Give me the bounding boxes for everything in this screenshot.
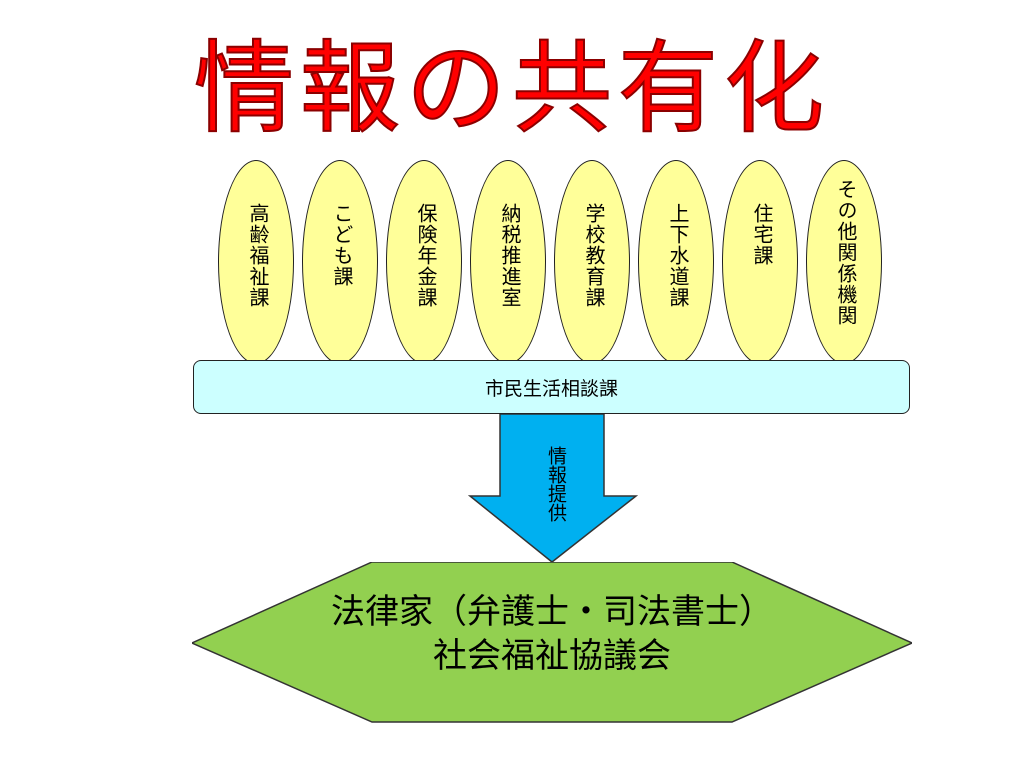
slide-title-text: 情報の共有化	[194, 30, 830, 147]
dept-housing: 住宅課	[722, 160, 798, 364]
bottom-hexagon	[192, 562, 912, 723]
dept-label: 高齢福祉課	[246, 203, 270, 308]
dept-label: その他関係機関	[834, 179, 858, 326]
social-welfare-council-line: 社会福祉協議会	[433, 636, 671, 676]
dept-label: 学校教育課	[582, 203, 606, 308]
dept-label: 保険年金課	[414, 203, 438, 308]
dept-label: 上下水道課	[666, 203, 690, 308]
arrow-shape	[468, 414, 638, 563]
dept-elderly-welfare: 高齢福祉課	[218, 160, 294, 364]
center-consultation-box: 市民生活相談課	[193, 360, 910, 414]
slide-title: 情報の共有化	[0, 18, 1024, 148]
bottom-hexagon-text: 法律家（弁護士・司法書士） 社会福祉協議会	[192, 590, 912, 678]
dept-tax-promotion: 納税推進室	[470, 160, 546, 364]
dept-water-sewer: 上下水道課	[638, 160, 714, 364]
dept-children: こども課	[302, 160, 378, 364]
dept-other-agencies: その他関係機関	[806, 160, 882, 364]
legal-professionals-line: 法律家（弁護士・司法書士）	[331, 592, 773, 632]
dept-insurance-pension: 保険年金課	[386, 160, 462, 364]
dept-label: こども課	[330, 203, 354, 287]
hexagon-shape	[192, 562, 912, 723]
dept-label: 納税推進室	[498, 203, 522, 308]
dept-school-education: 学校教育課	[554, 160, 630, 364]
dept-label: 住宅課	[750, 203, 774, 266]
arrow-label: 情報提供	[545, 446, 567, 522]
down-arrow-icon	[468, 414, 638, 563]
slide-title-graphic: 情報の共有化	[193, 29, 830, 148]
center-label: 市民生活相談課	[484, 377, 618, 400]
